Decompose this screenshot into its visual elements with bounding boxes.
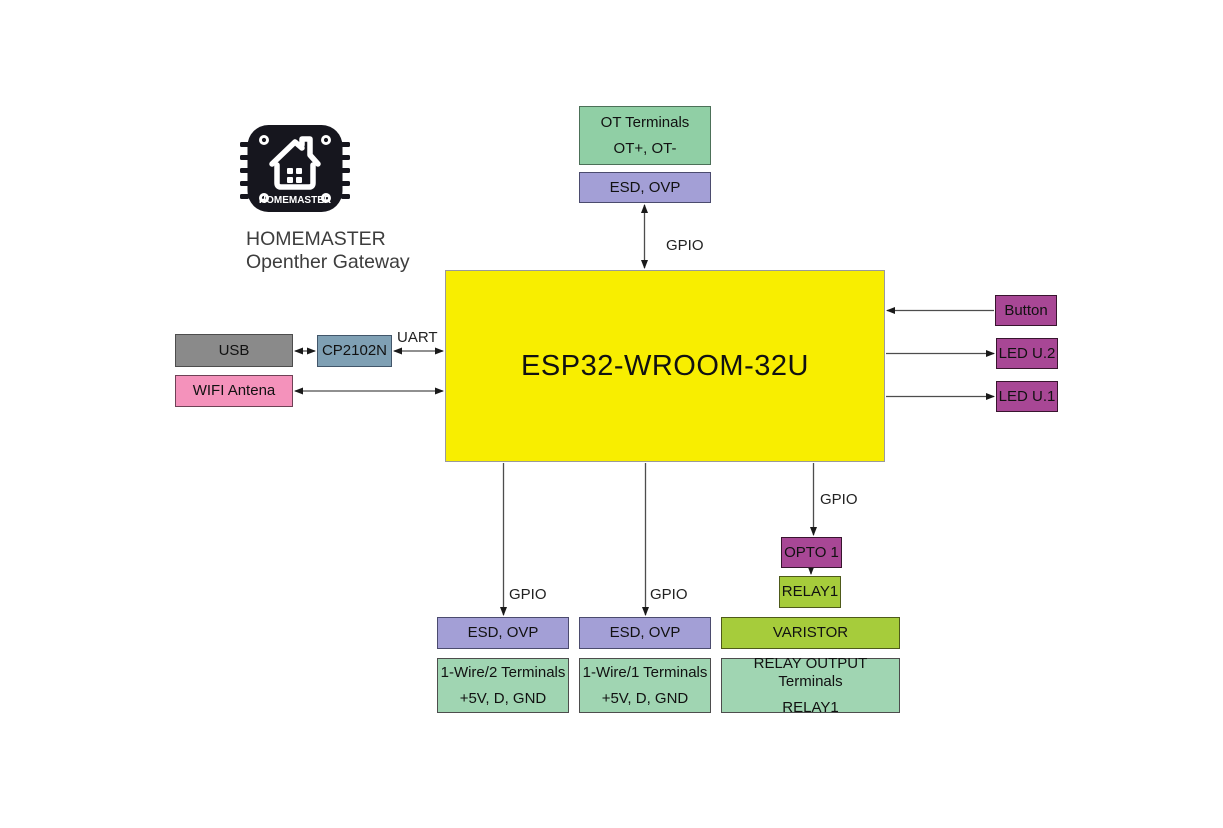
block-ot-terminals: OT Terminals OT+, OT-	[579, 106, 711, 165]
brand-title-line1: HOMEMASTER	[246, 228, 386, 250]
wire-label-gpio-wire1: GPIO	[650, 586, 688, 603]
block-opto1: OPTO 1	[781, 537, 842, 568]
block-relay-output-terminals: RELAY OUTPUT Terminals RELAY1	[721, 654, 900, 716]
wire-label-uart: UART	[397, 329, 438, 346]
brand-title-line2: Openther Gateway	[246, 251, 410, 273]
relay-output-line1: RELAY OUTPUT Terminals	[753, 654, 868, 690]
esd-ovp-wire2-label: ESD, OVP	[467, 624, 539, 641]
1wire1-line1: 1-Wire/1 Terminals	[582, 663, 708, 681]
block-usb: USB	[175, 334, 293, 367]
led-u2-label: LED U.2	[998, 344, 1056, 362]
wire-label-gpio-wire2: GPIO	[509, 586, 547, 603]
block-varistor: VARISTOR	[721, 617, 900, 649]
esd-ovp-ot-label: ESD, OVP	[609, 178, 681, 196]
house-icon	[269, 136, 321, 190]
wifi-antenna-label: WIFI Antena	[192, 382, 276, 399]
block-button: Button	[995, 295, 1057, 326]
1wire2-line2: +5V, D, GND	[459, 689, 547, 707]
1wire2-line1: 1-Wire/2 Terminals	[440, 663, 566, 681]
block-esd-ovp-wire2: ESD, OVP	[437, 617, 569, 649]
block-relay1: RELAY1	[779, 576, 841, 608]
block-1wire2-terminals: 1-Wire/2 Terminals +5V, D, GND	[437, 658, 569, 713]
block-led-u1: LED U.1	[996, 381, 1058, 412]
button-label: Button	[1004, 301, 1048, 319]
led-u1-label: LED U.1	[998, 387, 1056, 405]
opto1-label: OPTO 1	[784, 543, 839, 561]
block-esp32: ESP32-WROOM-32U	[445, 270, 885, 462]
block-wifi-antenna: WIFI Antena	[175, 375, 293, 407]
esp32-label: ESP32-WROOM-32U	[521, 350, 809, 382]
block-esd-ovp-wire1: ESD, OVP	[579, 617, 711, 649]
brand-caption: HOMEMASTER Openther Gateway	[246, 228, 410, 274]
logo-wordmark: HOMEMASTER	[259, 195, 332, 206]
esd-ovp-wire1-label: ESD, OVP	[609, 624, 681, 641]
homemaster-logo-icon: HOMEMASTER	[240, 125, 350, 212]
usb-label: USB	[218, 341, 250, 359]
1wire1-line2: +5V, D, GND	[601, 689, 689, 707]
relay1-label: RELAY1	[781, 583, 839, 600]
wire-label-gpio-ot: GPIO	[666, 237, 704, 254]
varistor-label: VARISTOR	[772, 624, 849, 641]
block-1wire1-terminals: 1-Wire/1 Terminals +5V, D, GND	[579, 658, 711, 713]
block-esd-ovp-ot: ESD, OVP	[579, 172, 711, 203]
relay-output-line2: RELAY1	[782, 698, 839, 716]
cp2102n-label: CP2102N	[321, 342, 388, 359]
block-led-u2: LED U.2	[996, 338, 1058, 369]
block-cp2102n: CP2102N	[317, 335, 392, 367]
wire-label-gpio-relay: GPIO	[820, 491, 858, 508]
ot-terminals-line2: OT+, OT-	[613, 139, 677, 157]
ot-terminals-line1: OT Terminals	[600, 113, 690, 131]
